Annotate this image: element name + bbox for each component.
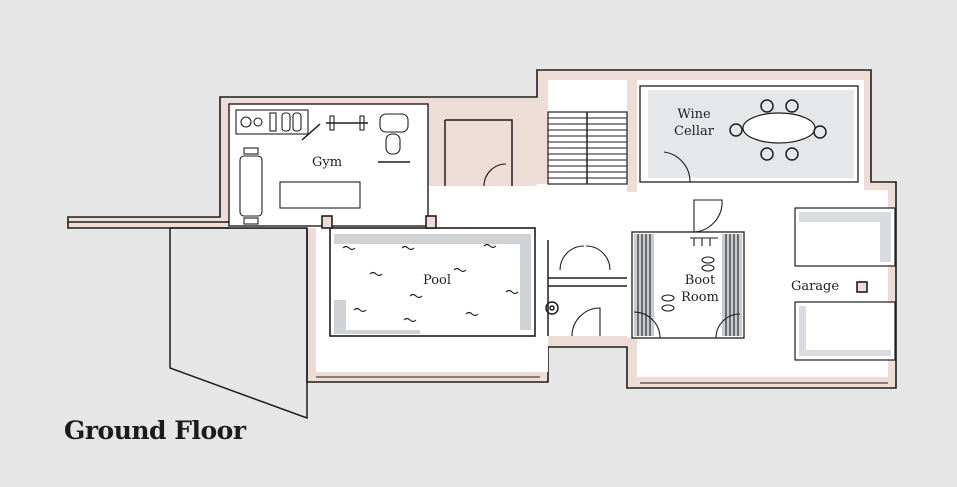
floor-title: Ground Floor (64, 416, 246, 445)
room-label-cellar: Cellar (674, 124, 715, 139)
garage (794, 207, 896, 361)
room-label-boot: Boot (685, 273, 716, 288)
boot-room (631, 199, 745, 339)
wine-cellar (639, 85, 859, 183)
room-label-wine: Wine (677, 107, 711, 122)
room-label-room: Room (681, 290, 719, 305)
room-label-pool: Pool (423, 273, 451, 288)
pool (329, 227, 536, 337)
hall-doors (545, 240, 627, 337)
room-label-gym: Gym (312, 155, 342, 170)
stairs (547, 111, 628, 185)
terrace (68, 221, 308, 420)
windows (316, 215, 888, 384)
storage-room (444, 119, 513, 187)
room-label-garage: Garage (791, 279, 839, 294)
gym-room (228, 103, 429, 227)
